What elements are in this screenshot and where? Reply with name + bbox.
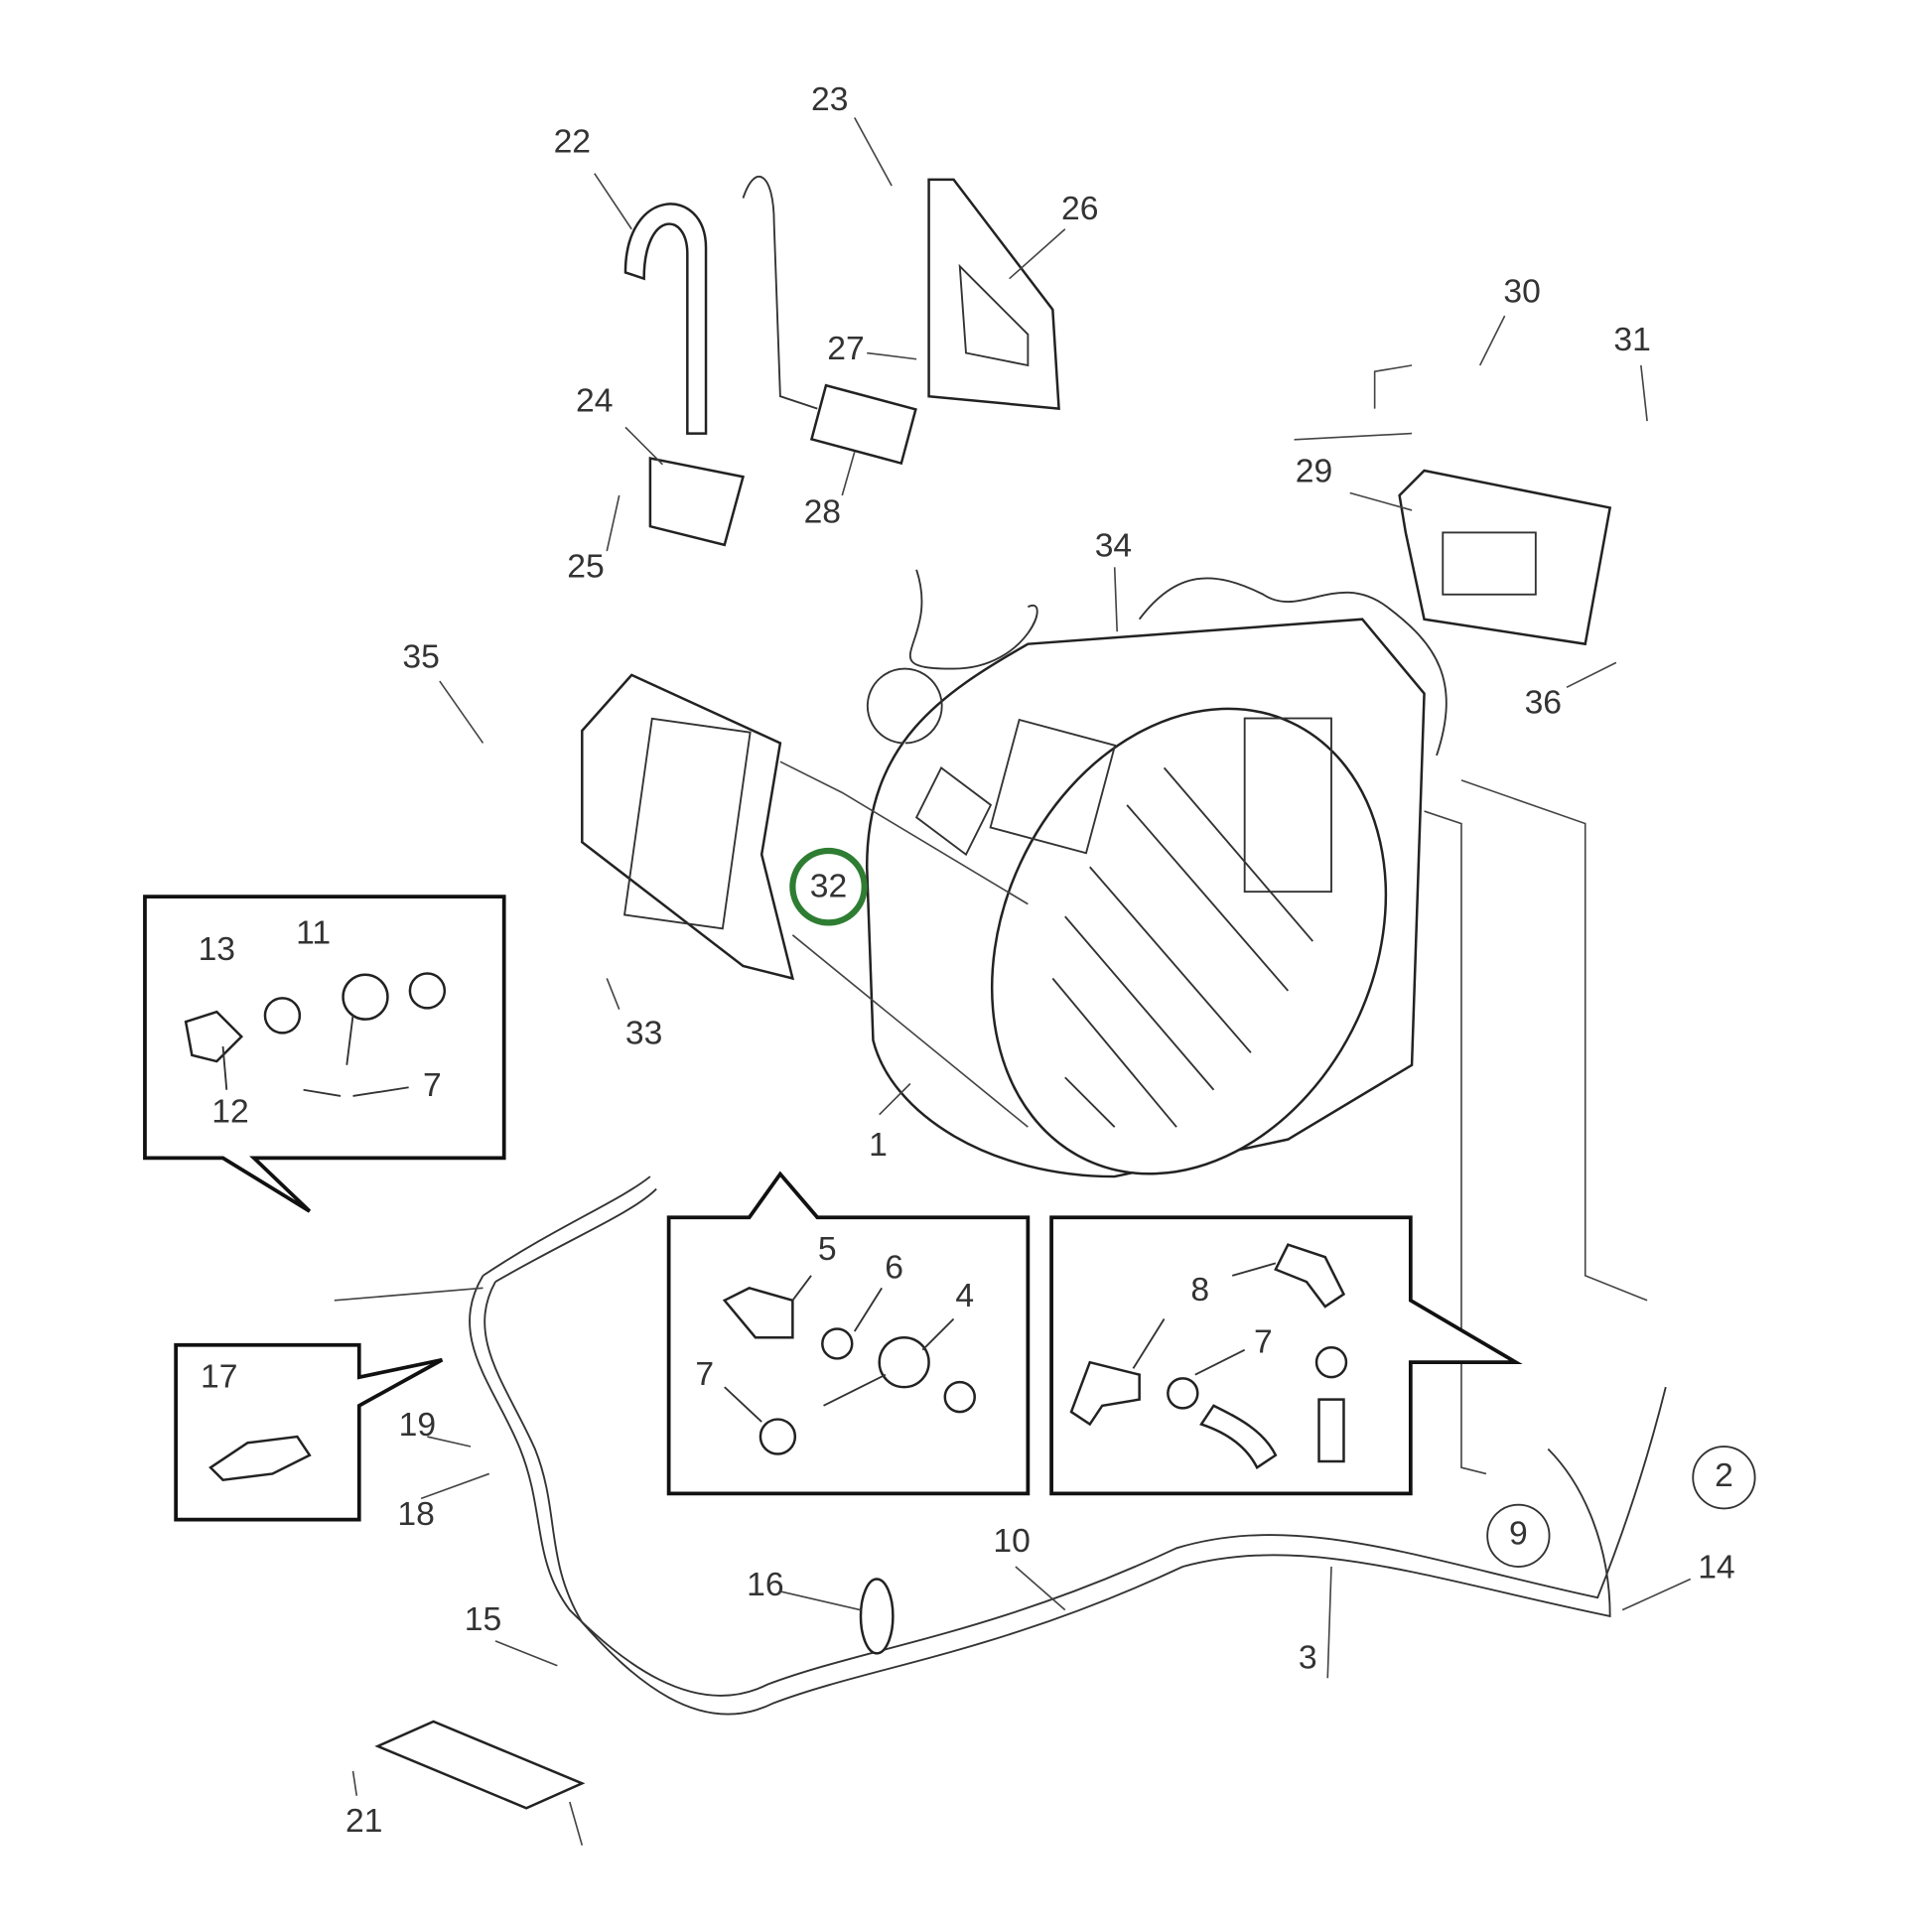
label-10[interactable]: 10 [993, 1523, 1030, 1560]
label-18[interactable]: 18 [397, 1496, 434, 1533]
label-22[interactable]: 22 [554, 124, 591, 161]
label-5[interactable]: 5 [818, 1231, 837, 1268]
label-30[interactable]: 30 [1503, 274, 1540, 311]
label-26[interactable]: 26 [1061, 191, 1098, 227]
label-19[interactable]: 19 [399, 1407, 436, 1444]
label-4[interactable]: 4 [955, 1278, 974, 1314]
inset-box-17 [174, 1342, 444, 1522]
label-21[interactable]: 21 [345, 1803, 382, 1840]
label-34[interactable]: 34 [1095, 527, 1132, 564]
label-28[interactable]: 28 [804, 494, 841, 531]
label-36[interactable]: 36 [1525, 685, 1562, 722]
inset-box-4-7 [666, 1171, 1031, 1496]
label-12[interactable]: 12 [211, 1093, 248, 1130]
circle-ref-9 [1486, 1503, 1551, 1568]
label-32[interactable]: 32 [810, 868, 847, 904]
circle-ref-2 [1692, 1446, 1756, 1510]
part-labels: 1 2 3 4 5 6 7 7 7 8 9 10 11 12 13 14 15 … [199, 81, 1735, 1840]
label-3[interactable]: 3 [1299, 1639, 1317, 1676]
label-23[interactable]: 23 [811, 81, 848, 118]
label-11[interactable]: 11 [296, 915, 331, 952]
label-29[interactable]: 29 [1296, 453, 1332, 489]
label-6[interactable]: 6 [885, 1250, 903, 1287]
label-2[interactable]: 2 [1715, 1457, 1733, 1494]
leader-lines [334, 117, 1692, 1846]
part-26-bracket [927, 178, 1060, 411]
part-29-bracket [1398, 469, 1612, 646]
part-16-clamp [859, 1578, 895, 1655]
part-32-panel [581, 673, 795, 981]
label-31[interactable]: 31 [1613, 322, 1650, 358]
label-17[interactable]: 17 [201, 1358, 237, 1395]
label-9[interactable]: 9 [1509, 1516, 1528, 1553]
part-28-control-unit [809, 383, 917, 466]
label-25[interactable]: 25 [567, 548, 604, 585]
label-8[interactable]: 8 [1190, 1272, 1209, 1309]
part-22-hose [623, 203, 708, 435]
label-27[interactable]: 27 [827, 331, 864, 367]
label-35[interactable]: 35 [402, 639, 439, 676]
label-33[interactable]: 33 [625, 1016, 662, 1052]
label-15[interactable]: 15 [465, 1601, 501, 1638]
heater-drum [865, 569, 1448, 1178]
label-7[interactable]: 7 [695, 1356, 714, 1393]
label-16[interactable]: 16 [747, 1567, 783, 1603]
inset-box-7-8 [1049, 1215, 1523, 1496]
part-21-plate [374, 1720, 586, 1810]
part-24-bracket [648, 457, 746, 547]
label-24[interactable]: 24 [576, 382, 613, 419]
part-10-hose [469, 1275, 1667, 1697]
label-1[interactable]: 1 [869, 1127, 888, 1164]
label-14[interactable]: 14 [1698, 1549, 1734, 1586]
label-7[interactable]: 7 [423, 1067, 442, 1104]
part-3-hose [483, 1281, 1611, 1716]
label-13[interactable]: 13 [199, 931, 235, 968]
highlight-circle-32[interactable] [789, 847, 868, 926]
inset-box-11-13 [143, 895, 506, 1213]
label-7[interactable]: 7 [1254, 1323, 1273, 1360]
